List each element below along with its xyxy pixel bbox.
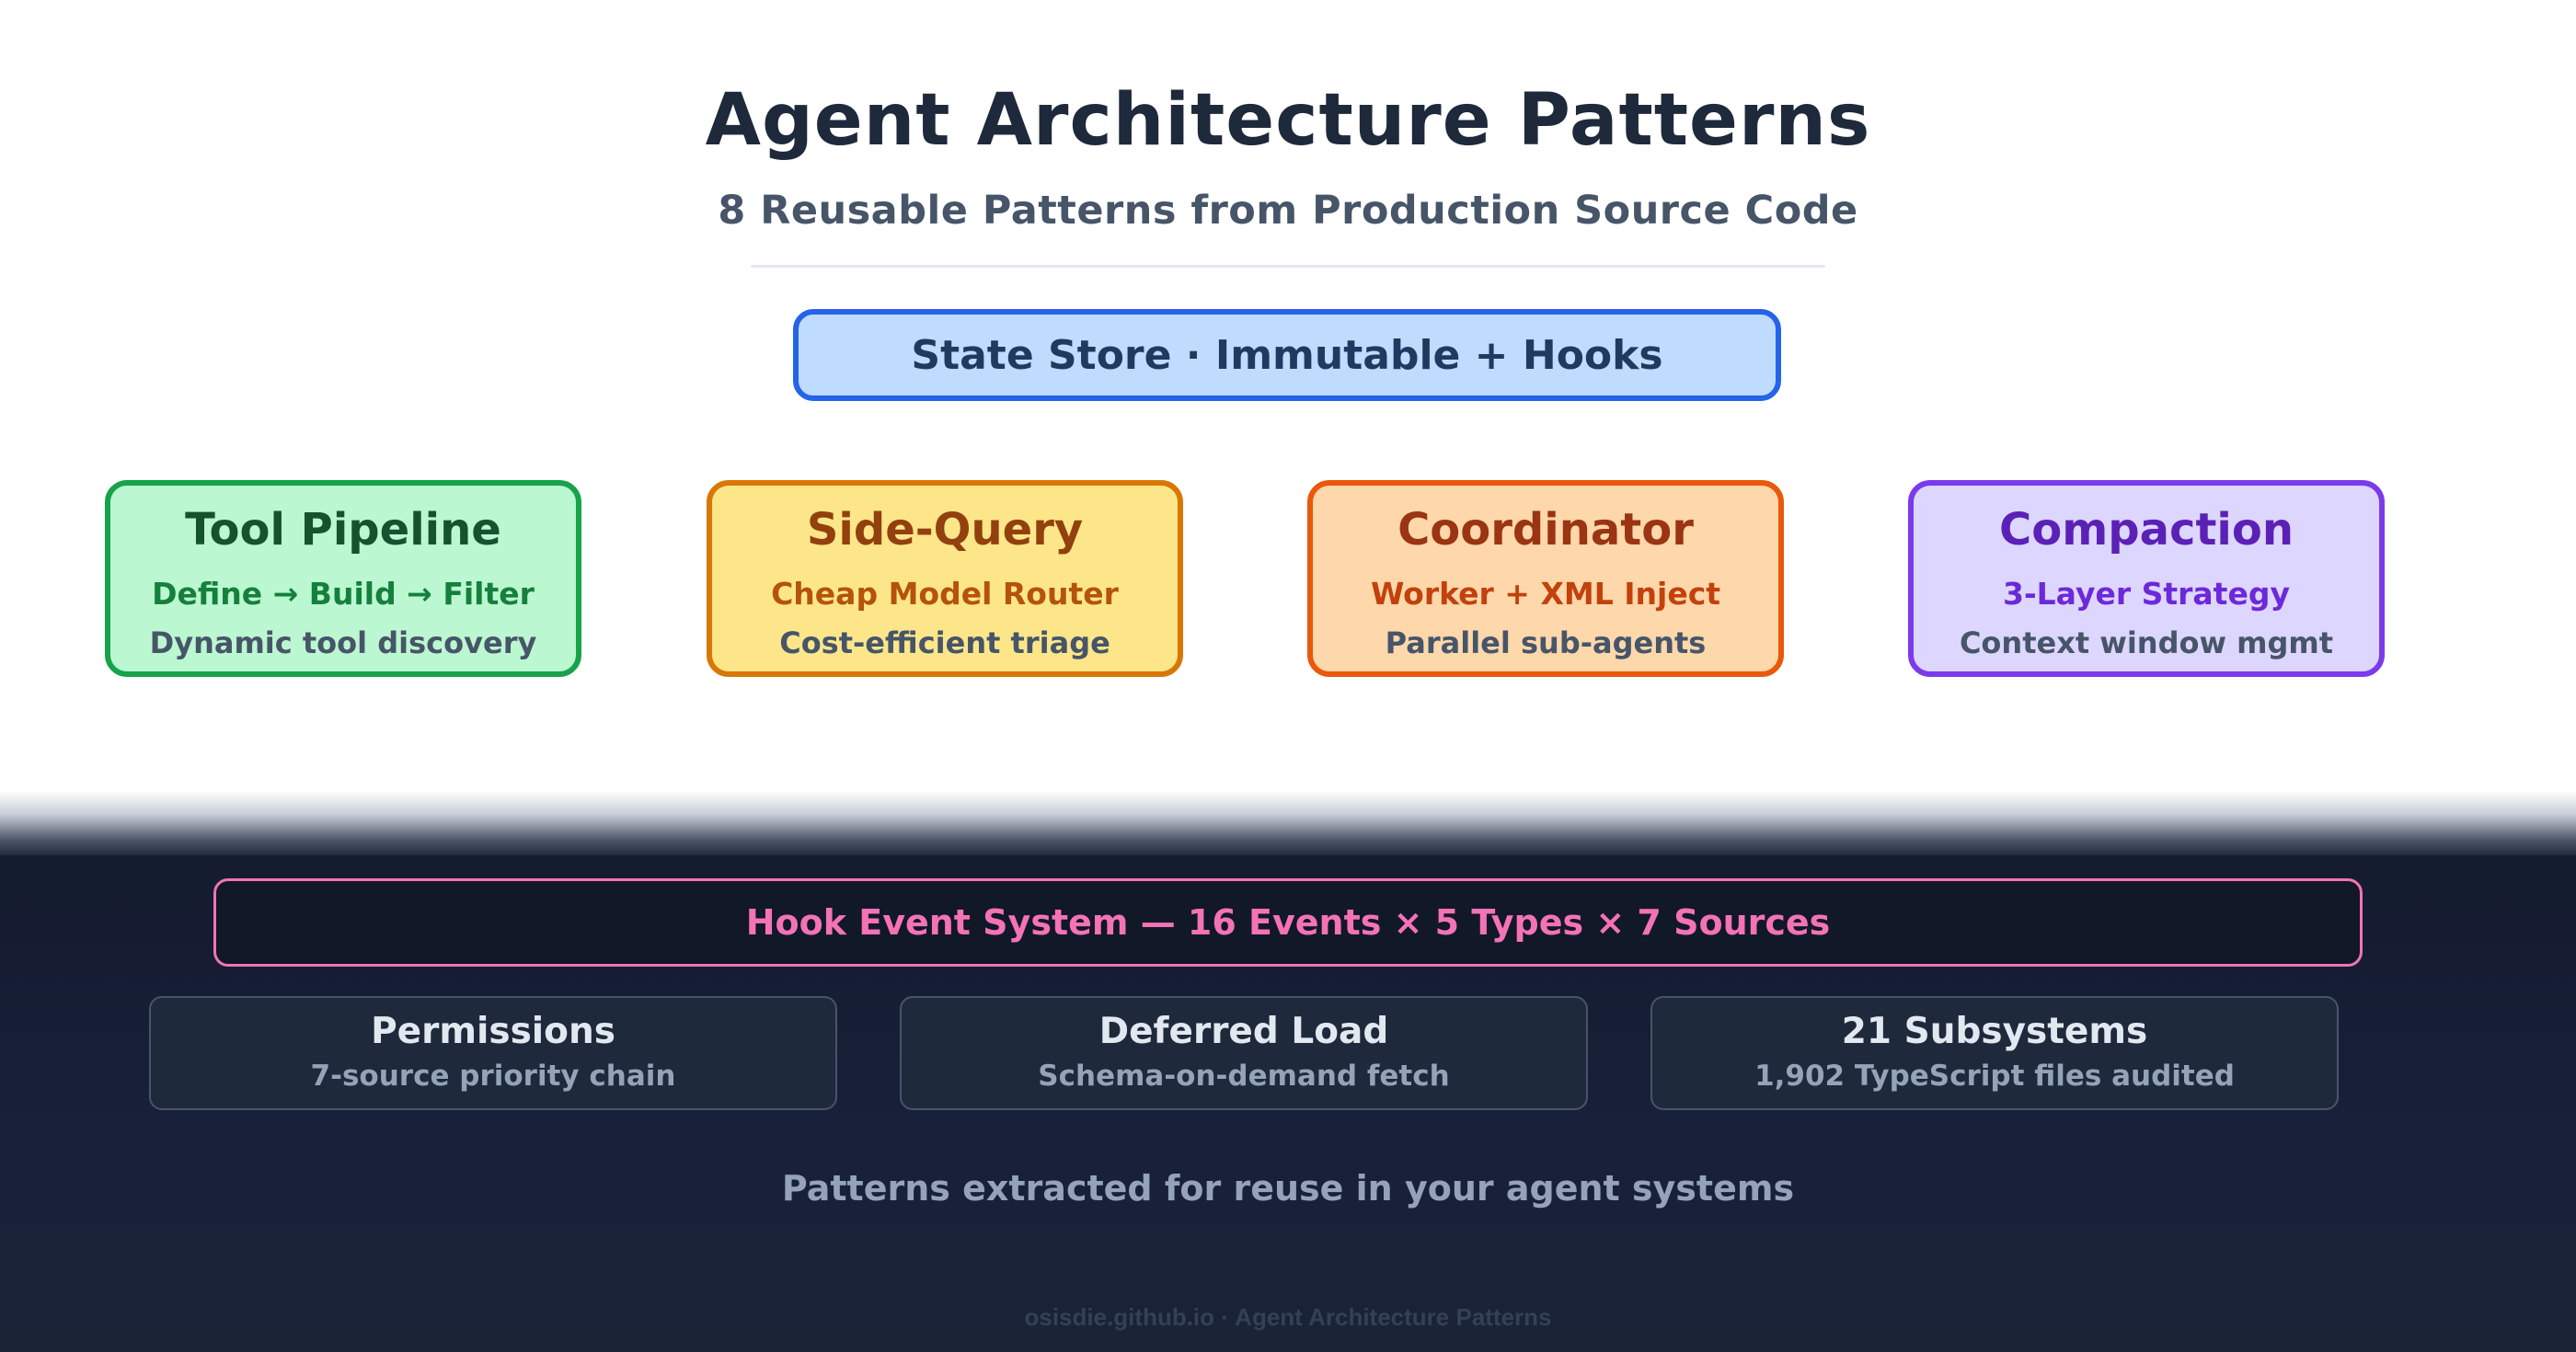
info-box-subtitle: Schema-on-demand fetch: [1038, 1060, 1450, 1093]
footer-link[interactable]: osisdie.github.io · Agent Architecture P…: [1024, 1303, 1552, 1331]
pattern-title: Coordinator: [1397, 504, 1694, 556]
info-box-permissions: Permissions 7-source priority chain: [149, 996, 837, 1110]
info-box-title: 21 Subsystems: [1841, 1011, 2148, 1052]
info-box-subtitle: 7-source priority chain: [310, 1060, 676, 1093]
state-store-box: State Store · Immutable + Hooks: [793, 309, 1781, 401]
info-box-title: Deferred Load: [1098, 1011, 1389, 1052]
pattern-title: Compaction: [1999, 504, 2294, 556]
pattern-subtitle: Worker + XML Inject: [1370, 576, 1721, 612]
pattern-subtitle: Define → Build → Filter: [152, 576, 535, 612]
pattern-card-coordinator: Coordinator Worker + XML Inject Parallel…: [1307, 480, 1784, 677]
pattern-subtitle: 3-Layer Strategy: [2003, 576, 2290, 612]
pattern-description: Dynamic tool discovery: [149, 625, 537, 660]
hook-event-system-bar: Hook Event System — 16 Events × 5 Types …: [213, 878, 2363, 967]
pattern-title: Tool Pipeline: [185, 504, 501, 556]
pattern-card-compaction: Compaction 3-Layer Strategy Context wind…: [1908, 480, 2385, 677]
tagline: Patterns extracted for reuse in your age…: [781, 1168, 1795, 1209]
page-subtitle: 8 Reusable Patterns from Production Sour…: [718, 188, 1858, 234]
page-title: Agent Architecture Patterns: [705, 79, 1871, 162]
info-box-deferred-load: Deferred Load Schema-on-demand fetch: [900, 996, 1588, 1110]
pattern-card-side-query: Side-Query Cheap Model Router Cost-effic…: [707, 480, 1183, 677]
info-box-title: Permissions: [371, 1011, 615, 1052]
pattern-subtitle: Cheap Model Router: [771, 576, 1119, 612]
section-transition: [0, 791, 2576, 857]
header-divider: [751, 265, 1825, 268]
pattern-title: Side-Query: [806, 504, 1084, 556]
info-box-subtitle: 1,902 TypeScript files audited: [1754, 1060, 2235, 1093]
pattern-description: Cost-efficient triage: [779, 625, 1110, 660]
pattern-description: Parallel sub-agents: [1385, 625, 1707, 660]
info-box-subsystems: 21 Subsystems 1,902 TypeScript files aud…: [1650, 996, 2339, 1110]
pattern-card-tool-pipeline: Tool Pipeline Define → Build → Filter Dy…: [105, 480, 581, 677]
pattern-description: Context window mgmt: [1959, 625, 2334, 660]
